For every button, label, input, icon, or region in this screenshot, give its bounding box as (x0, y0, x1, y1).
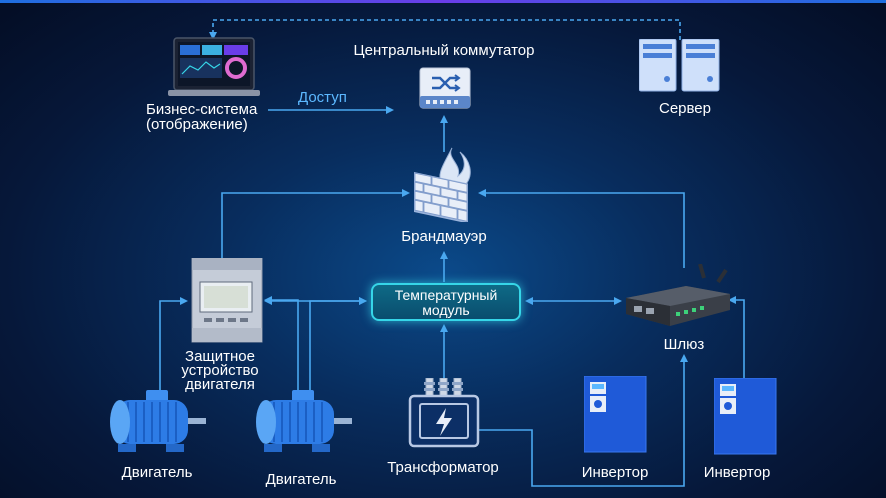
access-label: Доступ (298, 89, 347, 106)
edge-inverter-gateway (728, 296, 745, 378)
temp-module-line1: Температурный (394, 287, 498, 303)
firewall-icon (412, 146, 478, 227)
switch-icon (418, 66, 472, 119)
edge-motor2-protection (264, 296, 299, 390)
server-icon (638, 38, 721, 98)
business-label-line2: (отображение) (146, 116, 248, 133)
edge-motor2-temp (309, 297, 367, 390)
edge-gateway-firewall (478, 189, 685, 268)
inverter-icon (583, 375, 648, 459)
business-system-label: Бизнес-система (отображение) (146, 102, 257, 132)
inverter2-label: Инвертор (703, 464, 771, 481)
edge-server-business (209, 19, 681, 40)
server-label: Сервер (658, 100, 711, 117)
transformer-label: Трансформатор (387, 459, 499, 476)
firewall-label: Брандмауэр (401, 228, 487, 245)
inverter-icon (713, 377, 778, 461)
switch-label: Центральный коммутатор (353, 42, 535, 59)
temperature-module: Температурный модуль (371, 283, 521, 321)
top-accent-bar (0, 0, 886, 3)
motor1-label: Двигатель (121, 464, 193, 481)
gateway-icon (622, 263, 734, 335)
protection-line1: Защитное (185, 348, 255, 365)
motor-icon (108, 388, 208, 463)
transformer-icon (408, 377, 480, 455)
edge-motor1-protection (159, 297, 188, 390)
inverter1-label: Инвертор (581, 464, 649, 481)
gateway-label: Шлюз (663, 336, 705, 353)
protection-device-icon (188, 257, 266, 349)
protection-line2: устройство (181, 362, 259, 379)
protection-device-label: Защитное устройство двигателя (170, 348, 270, 393)
laptop-icon (168, 36, 260, 107)
business-label-line1: Бизнес-система (146, 101, 258, 118)
motor2-label: Двигатель (265, 471, 337, 488)
protection-line3: двигателя (185, 376, 255, 393)
temp-module-line2: модуль (422, 302, 470, 318)
edge-protection-firewall (221, 189, 410, 258)
motor-icon (254, 388, 354, 463)
edge-transformer-gateway (478, 354, 688, 487)
